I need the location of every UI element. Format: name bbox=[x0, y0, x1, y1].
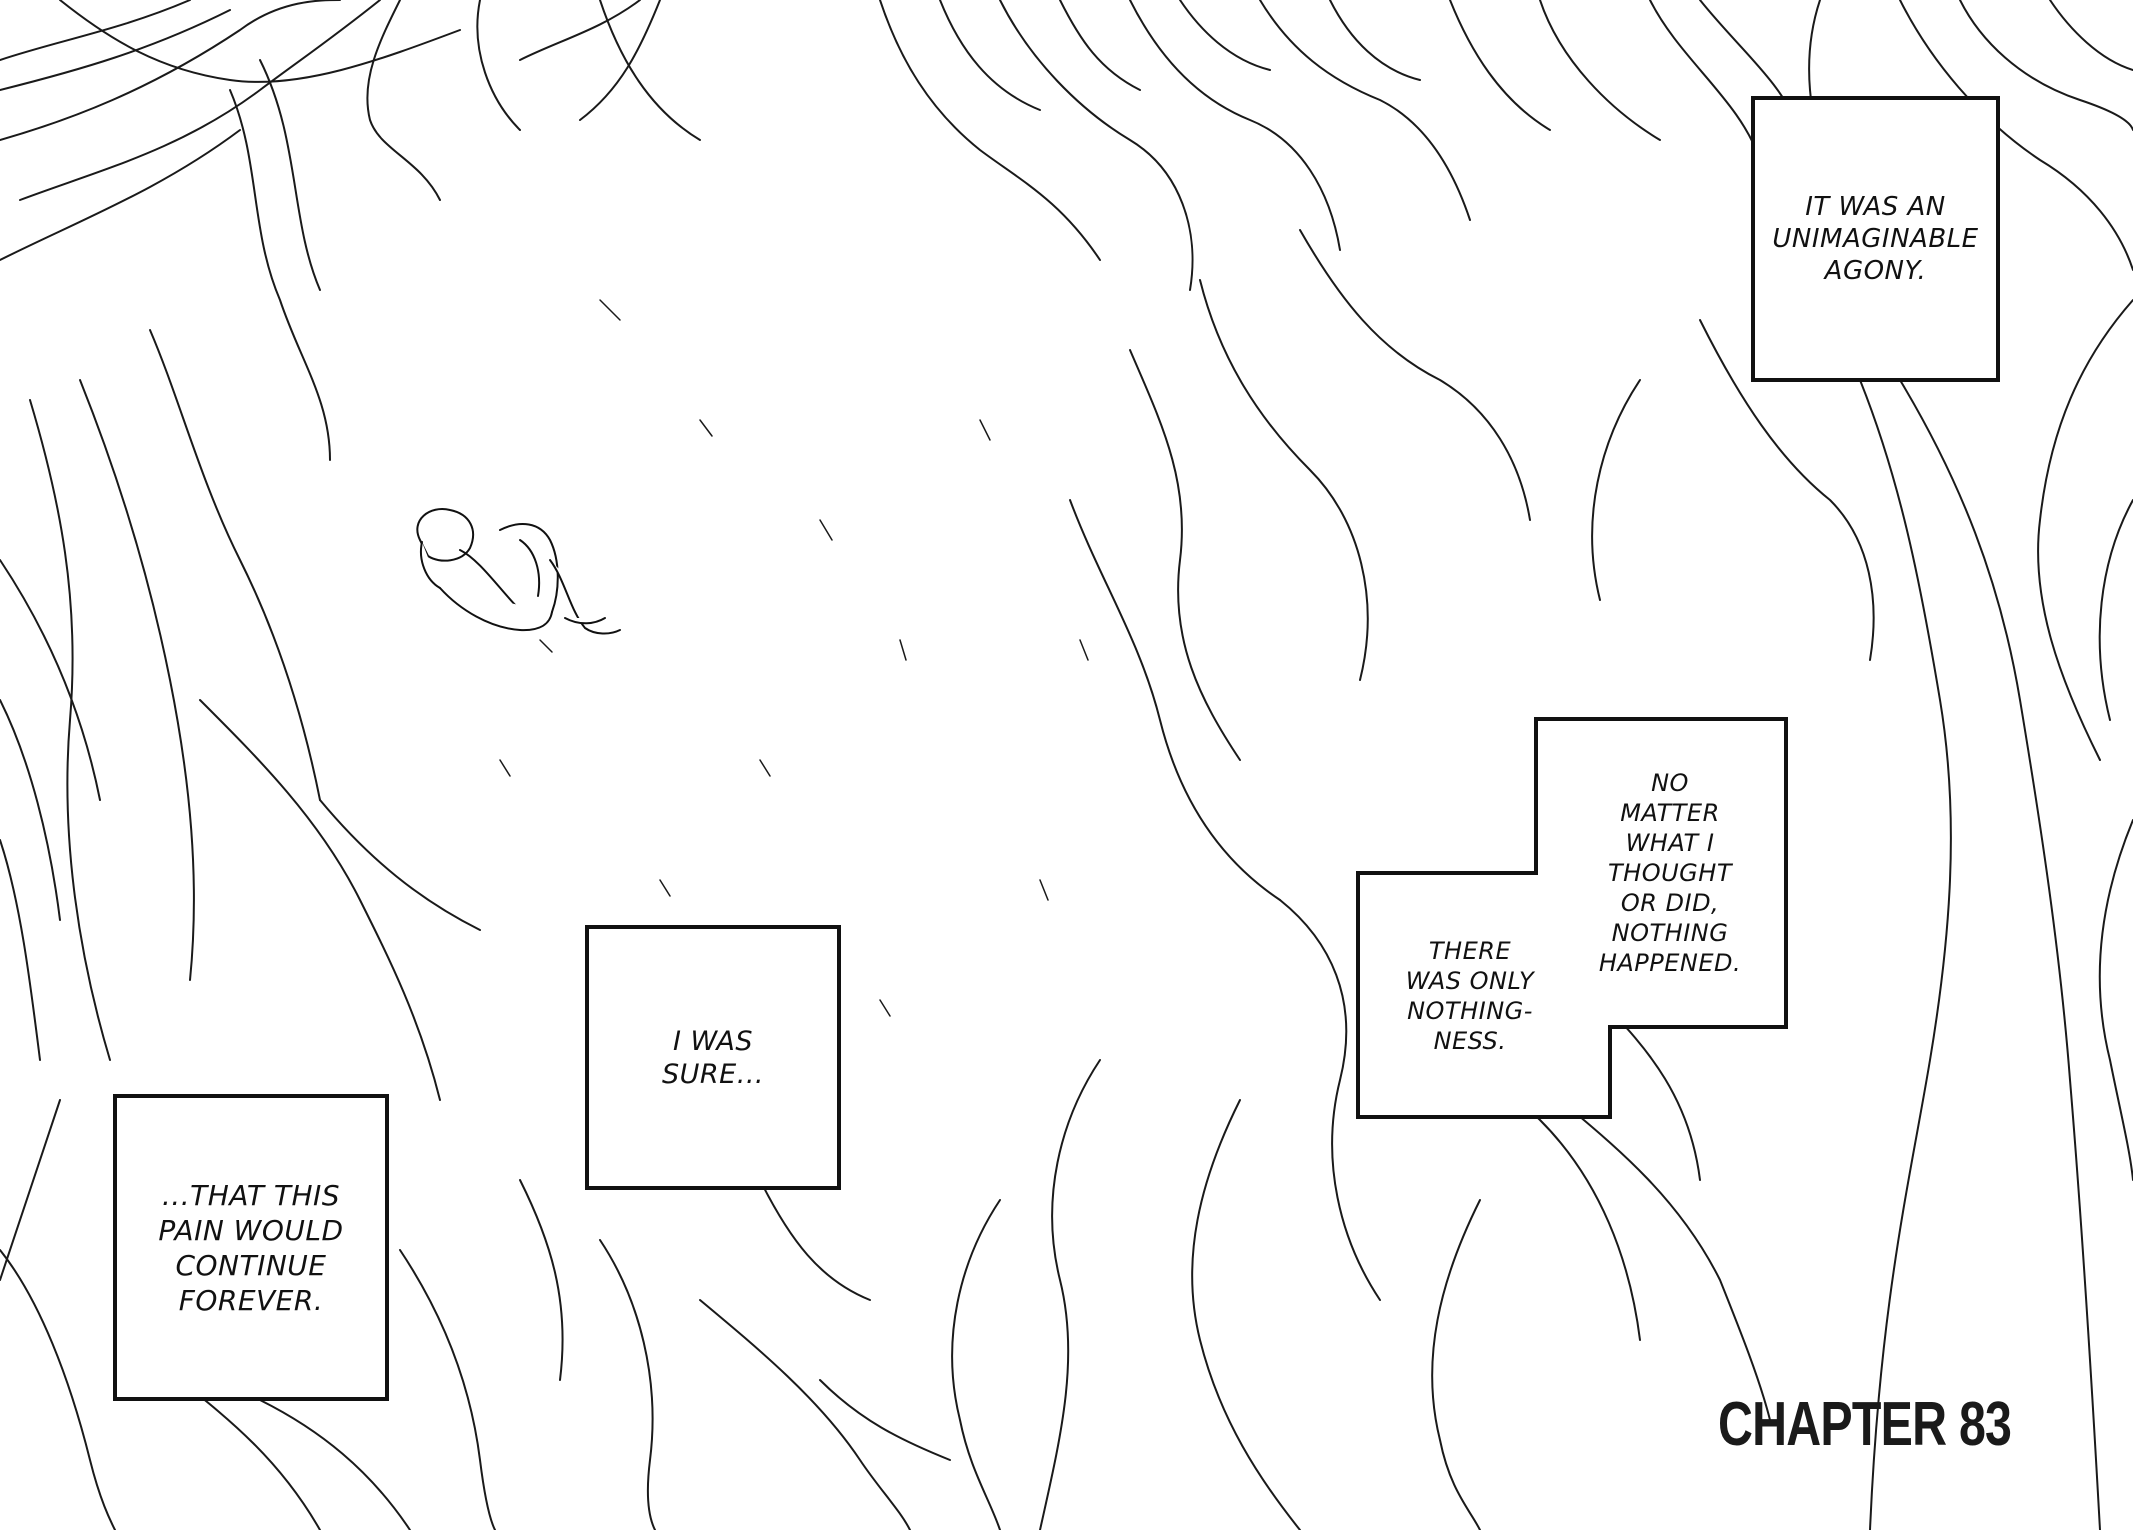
caption-box-forever: ...THAT THIS PAIN WOULD CONTINUE FOREVER… bbox=[113, 1094, 389, 1401]
chapter-title: CHAPTER 83 bbox=[1718, 1390, 2012, 1459]
curled-figure-illustration bbox=[416, 508, 621, 635]
caption-box-agony: IT WAS AN UNIMAGINABLE AGONY. bbox=[1751, 96, 2000, 382]
caption-box-sure: I WAS SURE... bbox=[585, 925, 841, 1190]
caption-text-nothingness: THERE WAS ONLY NOTHING- NESS. bbox=[1405, 937, 1535, 1055]
caption-text-forever: ...THAT THIS PAIN WOULD CONTINUE FOREVER… bbox=[158, 1178, 344, 1317]
caption-text-sure: I WAS SURE... bbox=[662, 1025, 764, 1090]
caption-text-no-matter: NO MATTER WHAT I THOUGHT OR DID, NOTHING… bbox=[1598, 769, 1742, 977]
caption-text-agony: IT WAS AN UNIMAGINABLE AGONY. bbox=[1772, 192, 1979, 286]
